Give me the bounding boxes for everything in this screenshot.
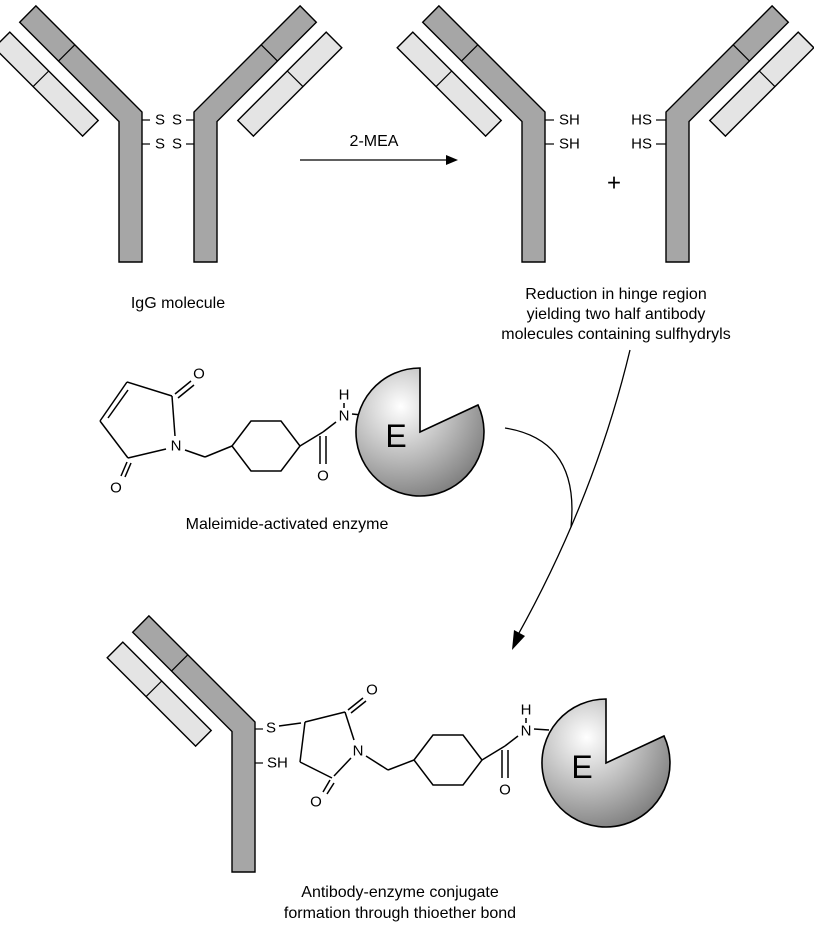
- sulfhydryl-right-top: HS: [631, 112, 666, 129]
- sulfhydryl-left-bottom: SH: [545, 136, 580, 153]
- arrow-head: [446, 155, 458, 165]
- sh-label: SH: [559, 112, 580, 129]
- amide-hydrogen: H: [521, 702, 532, 719]
- reduced-half-antibodies: SH SH + HS HS Reduction in hinge region …: [396, 5, 814, 343]
- maleimide-ring: N: [99, 381, 182, 459]
- reaction-arrow: 2-MEA: [300, 133, 458, 165]
- enzyme-letter: E: [385, 418, 406, 454]
- disulfide-s-left: S: [155, 136, 165, 153]
- arrow-shaft: [513, 349, 631, 643]
- enzyme-body: [541, 698, 671, 828]
- igg-label: IgG molecule: [131, 295, 225, 312]
- s-label: S: [266, 720, 276, 737]
- succinimide-ring: N: [299, 711, 364, 779]
- sulfhydryl-left-top: SH: [545, 112, 580, 129]
- disulfide-bond-bottom: S S: [142, 136, 194, 153]
- succinimide-carbonyl-top: O: [347, 682, 378, 714]
- caption-line: Reduction in hinge region: [525, 286, 706, 303]
- plus-sign: +: [607, 170, 621, 197]
- reduction-caption: Reduction in hinge region yielding two h…: [501, 286, 730, 343]
- amide-hydrogen: H: [339, 387, 350, 404]
- oxygen-atom: O: [310, 794, 322, 811]
- sh-label: SH: [267, 755, 288, 772]
- hs-label: HS: [631, 112, 652, 129]
- enzyme-letter: E: [571, 749, 592, 785]
- conjugate-caption: Antibody-enzyme conjugate formation thro…: [284, 884, 516, 922]
- merge-curve: [504, 427, 573, 528]
- linker-chain: [365, 734, 506, 786]
- sulfhydryl-right-bottom: HS: [631, 136, 666, 153]
- oxygen-atom: O: [110, 480, 122, 497]
- arrow-head: [512, 630, 525, 650]
- enzyme-body: [355, 367, 485, 497]
- disulfide-s-right: S: [172, 136, 182, 153]
- enzyme-sphere: E: [541, 698, 671, 828]
- caption-line: formation through thioether bond: [284, 905, 516, 922]
- oxygen-atom: O: [193, 366, 205, 383]
- maleimide-label: Maleimide-activated enzyme: [186, 516, 389, 533]
- combination-arrow: [504, 349, 631, 650]
- caption-line: molecules containing sulfhydryls: [501, 326, 730, 343]
- sh-label: SH: [559, 136, 580, 153]
- igg-molecule: S S S S IgG molecule: [0, 5, 343, 312]
- amide-group: O N H: [499, 702, 550, 799]
- hs-label: HS: [631, 136, 652, 153]
- caption-line: yielding two half antibody: [527, 306, 706, 323]
- disulfide-s-right: S: [172, 112, 182, 129]
- amide-oxygen: O: [499, 782, 511, 799]
- succinimide-carbonyl-bottom: O: [310, 779, 335, 811]
- caption-line: Antibody-enzyme conjugate: [301, 884, 499, 901]
- enzyme-sphere: E: [355, 367, 485, 497]
- maleimide-carbonyl-top: O: [174, 366, 205, 399]
- linker-chain: [184, 420, 324, 472]
- ring-nitrogen: N: [353, 743, 364, 760]
- antibody-enzyme-conjugate: S SH N O O: [106, 615, 671, 922]
- amide-oxygen: O: [317, 468, 329, 485]
- oxygen-atom: O: [366, 682, 378, 699]
- reagent-label: 2-MEA: [350, 133, 399, 150]
- maleimide-carbonyl-bottom: O: [110, 461, 132, 497]
- thioether-sulfur: S: [255, 720, 302, 737]
- disulfide-bond-top: S S: [142, 112, 194, 129]
- ring-nitrogen: N: [171, 438, 182, 455]
- free-sulfhydryl: SH: [255, 755, 288, 772]
- maleimide-activated-enzyme: N O O O N H E: [99, 366, 485, 533]
- amide-nitrogen: N: [339, 408, 350, 425]
- disulfide-s-left: S: [155, 112, 165, 129]
- amide-group: O N H: [317, 387, 363, 485]
- amide-nitrogen: N: [521, 723, 532, 740]
